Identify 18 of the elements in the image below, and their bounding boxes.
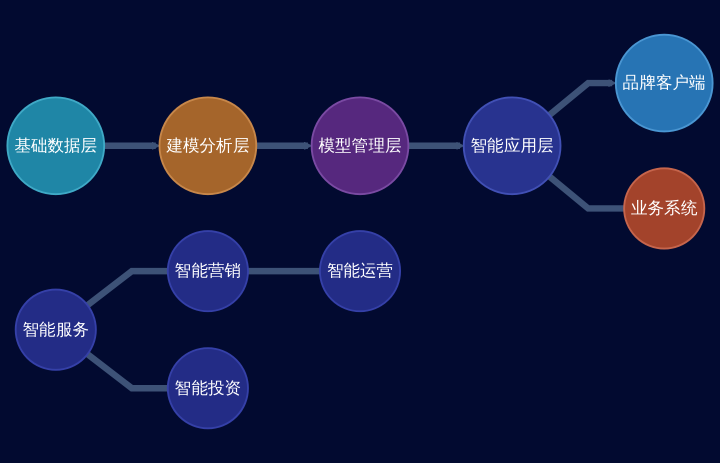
node-circle: 业务系统 [623,167,706,250]
node-circle: 智能投资 [166,347,249,430]
node-circle: 基础数据层 [6,96,106,196]
node-circle: 智能服务 [14,288,97,371]
node-circle: 智能运营 [318,230,402,312]
connector [547,174,624,212]
connector [86,352,168,392]
connector [248,268,320,274]
arrow [104,142,160,150]
connector [86,268,168,308]
node-circle: 智能应用层 [462,96,562,196]
arrow [547,79,616,118]
arrow [408,142,464,150]
node-circle: 模型管理层 [310,96,410,196]
node-circle: 品牌客户端 [614,34,714,132]
node-circle: 建模分析层 [158,96,258,196]
arrow [256,142,312,150]
node-circle: 智能营销 [166,230,249,312]
